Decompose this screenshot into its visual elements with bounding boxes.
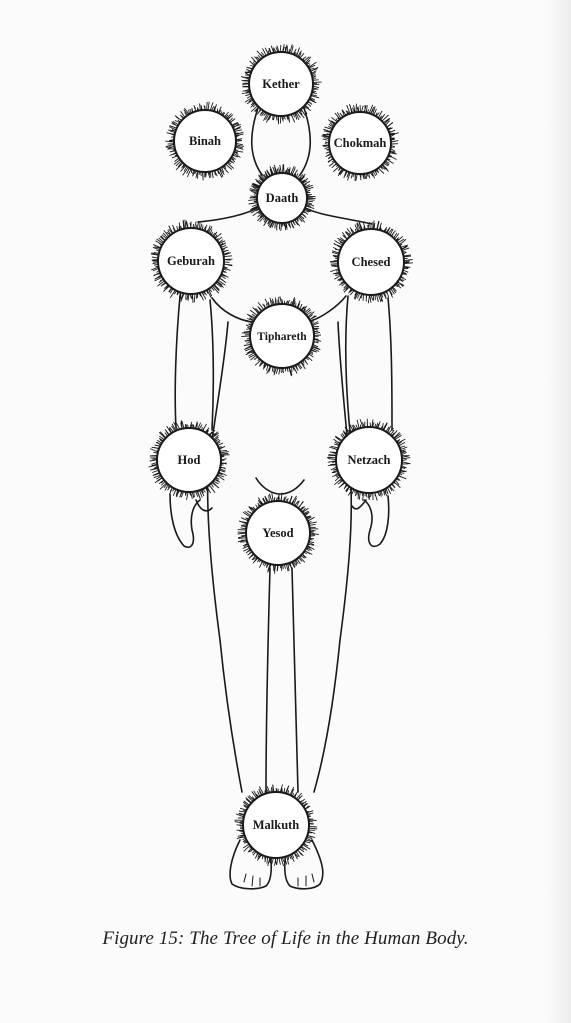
sphere-chokmah: Chokmah: [321, 103, 399, 182]
page-edge-shadow: [545, 0, 571, 1023]
sphere-halo: [148, 420, 230, 500]
sphere-label-chokmah: Chokmah: [334, 136, 387, 150]
right-arm-inner: [345, 295, 351, 433]
sphere-disc: [156, 427, 222, 493]
sphere-label-daath: Daath: [266, 191, 299, 205]
sphere-netzach: Netzach: [327, 418, 411, 501]
sphere-label-malkuth: Malkuth: [253, 818, 300, 832]
sphere-label-geburah: Geburah: [167, 254, 215, 268]
sphere-disc: [328, 111, 392, 175]
sphere-yesod: Yesod: [237, 492, 319, 574]
sphere-halo: [329, 220, 413, 304]
sphere-daath: Daath: [248, 164, 316, 232]
sphere-label-yesod: Yesod: [262, 526, 293, 540]
sphere-label-hod: Hod: [178, 453, 201, 467]
sphere-kether: Kether: [240, 44, 322, 125]
sphere-label-kether: Kether: [262, 77, 300, 91]
sphere-label-binah: Binah: [189, 134, 221, 148]
sphere-halo: [237, 492, 319, 574]
left-inner-leg: [265, 567, 271, 793]
figure-caption: Figure 15: The Tree of Life in the Human…: [102, 928, 469, 949]
sphere-halo: [248, 164, 316, 232]
sphere-disc: [248, 51, 314, 117]
left-arm-outer: [174, 295, 181, 429]
right-hand: [351, 495, 390, 548]
sphere-halo: [165, 101, 245, 181]
left-arm-inner: [209, 299, 215, 431]
sphere-disc: [337, 228, 405, 296]
left-foot: [229, 839, 272, 890]
sphere-label-netzach: Netzach: [347, 453, 390, 467]
sphere-geburah: Geburah: [150, 219, 233, 303]
right-arm-outer: [387, 297, 393, 431]
groin-line: [255, 477, 305, 495]
sphere-disc: [242, 791, 310, 859]
sphere-disc: [335, 426, 403, 494]
sphere-tiphareth: Tiphareth: [241, 296, 322, 377]
head-outline: [250, 107, 312, 176]
left-hand: [169, 493, 213, 548]
left-shoulder-line: [197, 204, 263, 223]
sphere-halo: [327, 418, 411, 501]
right-foot: [284, 839, 324, 890]
sphere-halo: [241, 296, 322, 377]
sphere-halo: [150, 219, 233, 303]
sphere-label-chesed: Chesed: [352, 255, 391, 269]
right-inner-leg: [291, 567, 299, 793]
sphere-disc: [157, 227, 225, 295]
sphere-malkuth: Malkuth: [234, 784, 318, 867]
sphere-binah: Binah: [165, 101, 245, 181]
torso-right-side: [313, 321, 353, 793]
sphere-label-tiphareth: Tiphareth: [257, 331, 307, 343]
sphere-disc: [249, 303, 315, 369]
torso-left-side: [206, 321, 243, 793]
sphere-disc: [245, 500, 311, 566]
sphere-halo: [321, 103, 399, 182]
sphere-disc: [173, 109, 237, 173]
sphere-halo: [240, 44, 322, 125]
sphere-halo: [234, 784, 318, 867]
toe-lines: [243, 873, 315, 887]
sphere-disc: [256, 172, 308, 224]
sphere-chesed: Chesed: [329, 220, 413, 304]
sphere-hod: Hod: [148, 420, 230, 500]
